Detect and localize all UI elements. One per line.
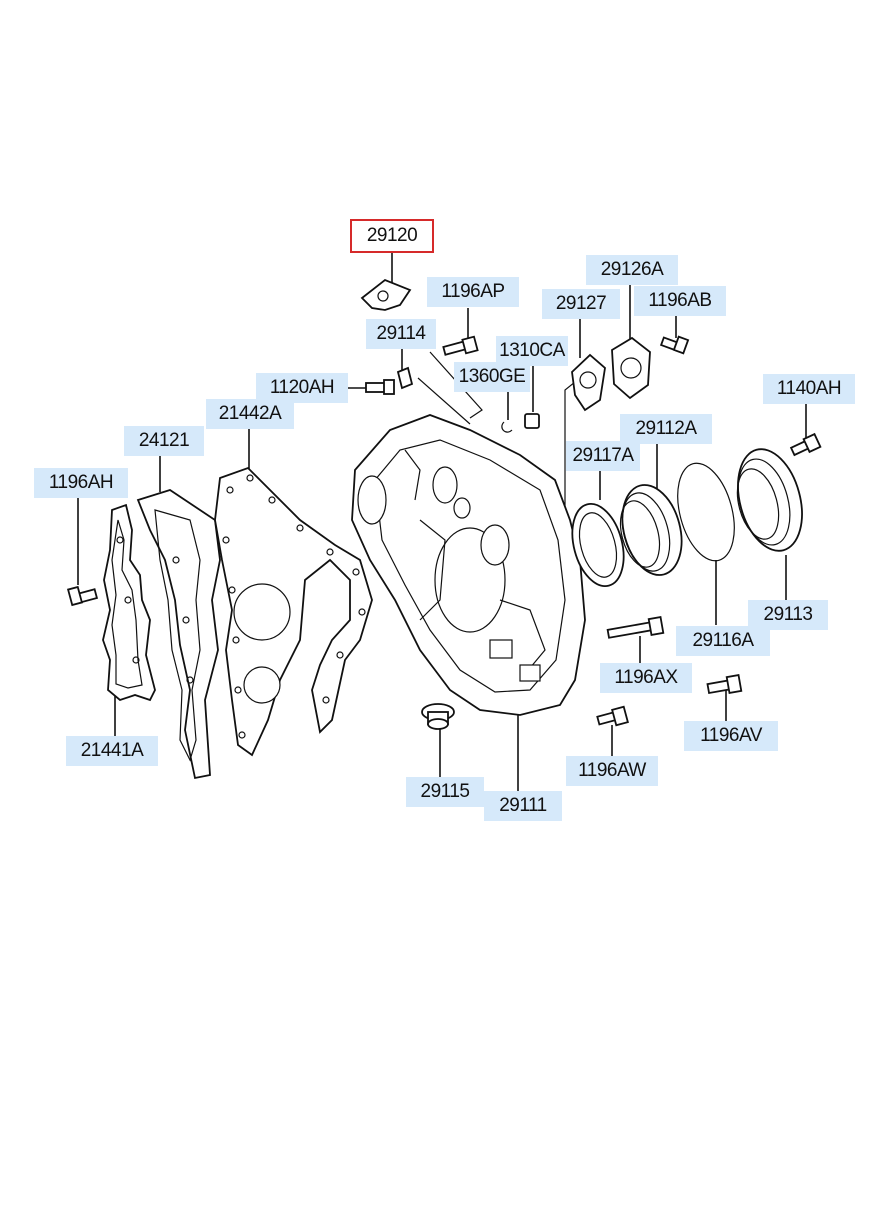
callout-29116A[interactable]: 29116A — [676, 626, 770, 656]
callout-29114[interactable]: 29114 — [366, 319, 436, 349]
housing-29111 — [351, 414, 586, 716]
callout-1196AW[interactable]: 1196AW — [566, 756, 658, 786]
callout-1310CA[interactable]: 1310CA — [496, 336, 568, 366]
callout-29113[interactable]: 29113 — [748, 600, 828, 630]
callout-29115[interactable]: 29115 — [406, 777, 484, 807]
callout-29112A[interactable]: 29112A — [620, 414, 712, 444]
callout-1196AH[interactable]: 1196AH — [34, 468, 128, 498]
callout-24121[interactable]: 24121 — [124, 426, 204, 456]
callout-29126A[interactable]: 29126A — [586, 255, 678, 285]
callout-29111[interactable]: 29111 — [484, 791, 562, 821]
callout-21442A[interactable]: 21442A — [206, 399, 294, 429]
callout-1196AV[interactable]: 1196AV — [684, 721, 778, 751]
callout-21441A[interactable]: 21441A — [66, 736, 158, 766]
callout-1120AH[interactable]: 1120AH — [256, 373, 348, 403]
callout-1360GE[interactable]: 1360GE — [454, 362, 530, 392]
callout-1196AX[interactable]: 1196AX — [600, 663, 692, 693]
gasket-21442A — [116, 466, 373, 757]
seals — [571, 448, 803, 587]
gasket-24121 — [136, 489, 221, 780]
callout-1196AB[interactable]: 1196AB — [634, 286, 726, 316]
leader-lines — [77, 250, 807, 792]
callout-29127[interactable]: 29127 — [542, 289, 620, 319]
callout-29120[interactable]: 29120 — [350, 219, 434, 253]
small-parts — [66, 278, 822, 730]
callout-1196AP[interactable]: 1196AP — [427, 277, 519, 307]
callout-1140AH[interactable]: 1140AH — [763, 374, 855, 404]
callout-29117A[interactable]: 29117A — [566, 441, 640, 471]
